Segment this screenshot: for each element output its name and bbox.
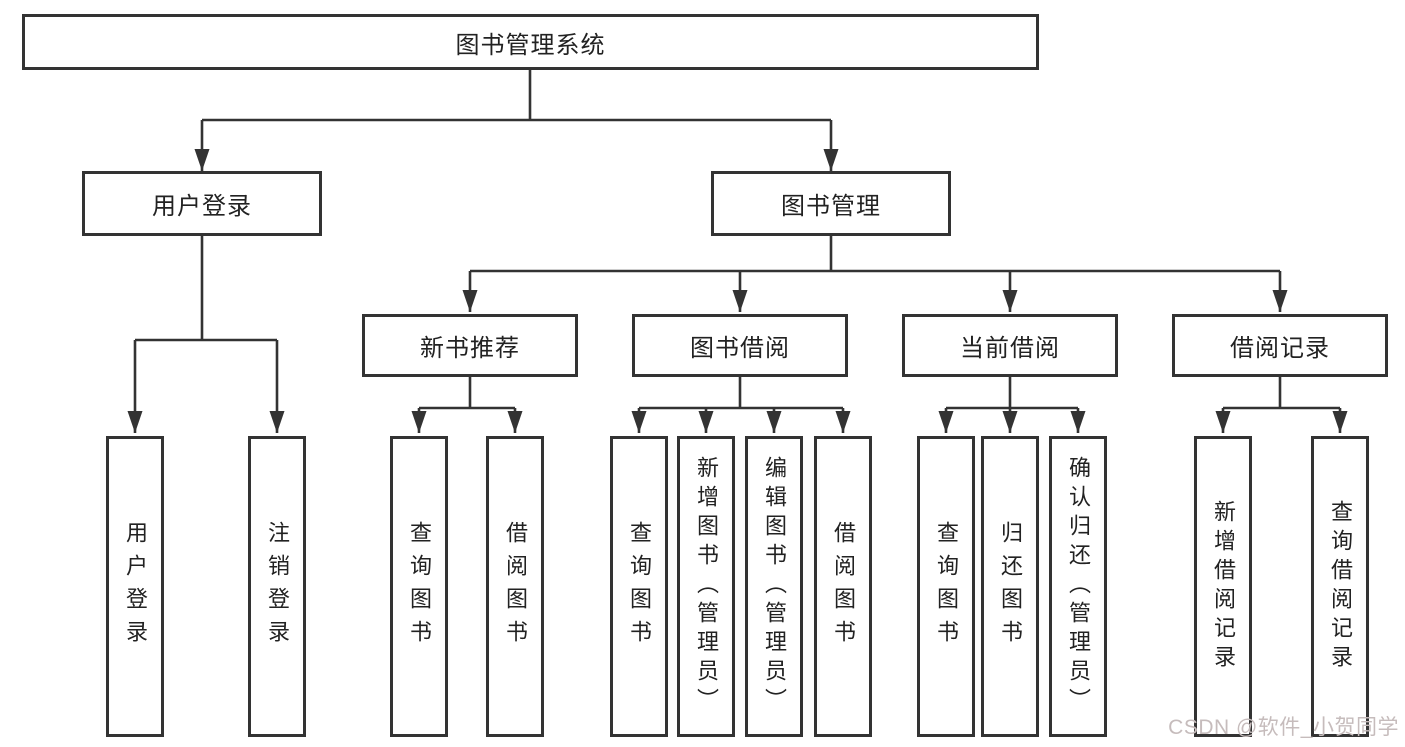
leaf-bb-query-books: 查询图书	[610, 436, 668, 737]
leaf-br-query-record: 查询借阅记录	[1311, 436, 1369, 737]
node-new-book-recommend: 新书推荐	[362, 314, 578, 377]
node-user-login-label: 用户登录	[152, 193, 252, 220]
edge-user-login-children	[127, 236, 285, 433]
leaf-nb-borrow-books: 借阅图书	[486, 436, 544, 737]
edge-current-borrow-children	[938, 376, 1086, 433]
node-borrowing-records-label: 借阅记录	[1230, 335, 1330, 362]
leaf-cb-confirm-return-admin-label: 确认归还（管理员）	[1066, 456, 1091, 717]
node-book-borrowing: 图书借阅	[632, 314, 848, 377]
leaf-cb-confirm-return-admin: 确认归还（管理员）	[1049, 436, 1107, 737]
leaf-bb-add-books-admin-label: 新增图书（管理员）	[694, 456, 719, 717]
edge-new-book-rec-children	[411, 376, 523, 433]
leaf-bb-borrow-books-label: 借阅图书	[831, 520, 856, 653]
leaf-user-login: 用户登录	[106, 436, 164, 737]
leaf-nb-query-books-label: 查询图书	[407, 520, 432, 653]
node-current-borrowing: 当前借阅	[902, 314, 1118, 377]
csdn-watermark: CSDN @软件_小贺同学	[1168, 716, 1399, 739]
node-root-label: 图书管理系统	[455, 31, 606, 59]
node-borrowing-records: 借阅记录	[1172, 314, 1388, 377]
edge-root-to-level2	[194, 69, 839, 171]
leaf-bb-edit-books-admin: 编辑图书（管理员）	[745, 436, 803, 737]
leaf-nb-query-books: 查询图书	[390, 436, 448, 737]
leaf-bb-edit-books-admin-label: 编辑图书（管理员）	[762, 456, 787, 717]
node-current-borrowing-label: 当前借阅	[960, 335, 1060, 362]
leaf-br-add-record-label: 新增借阅记录	[1211, 499, 1236, 674]
node-user-login: 用户登录	[82, 171, 322, 236]
leaf-cb-query-books: 查询图书	[917, 436, 975, 737]
node-root-system: 图书管理系统	[22, 14, 1039, 70]
leaf-cb-return-books: 归还图书	[981, 436, 1039, 737]
edge-borrow-records-children	[1215, 376, 1348, 433]
leaf-bb-borrow-books: 借阅图书	[814, 436, 872, 737]
leaf-cb-return-books-label: 归还图书	[998, 520, 1023, 653]
leaf-user-login-label: 用户登录	[123, 520, 148, 653]
edge-book-mgmt-children	[462, 236, 1288, 312]
node-new-book-recommend-label: 新书推荐	[420, 335, 520, 362]
edge-book-borrow-children	[631, 376, 851, 433]
node-book-borrowing-label: 图书借阅	[690, 335, 790, 362]
leaf-bb-add-books-admin: 新增图书（管理员）	[677, 436, 735, 737]
leaf-bb-query-books-label: 查询图书	[627, 520, 652, 653]
leaf-br-query-record-label: 查询借阅记录	[1328, 499, 1353, 674]
leaf-br-add-record: 新增借阅记录	[1194, 436, 1252, 737]
leaf-logout: 注销登录	[248, 436, 306, 737]
leaf-logout-label: 注销登录	[265, 520, 290, 653]
leaf-nb-borrow-books-label: 借阅图书	[503, 520, 528, 653]
node-book-management: 图书管理	[711, 171, 951, 236]
node-book-management-label: 图书管理	[781, 193, 881, 220]
leaf-cb-query-books-label: 查询图书	[934, 520, 959, 653]
